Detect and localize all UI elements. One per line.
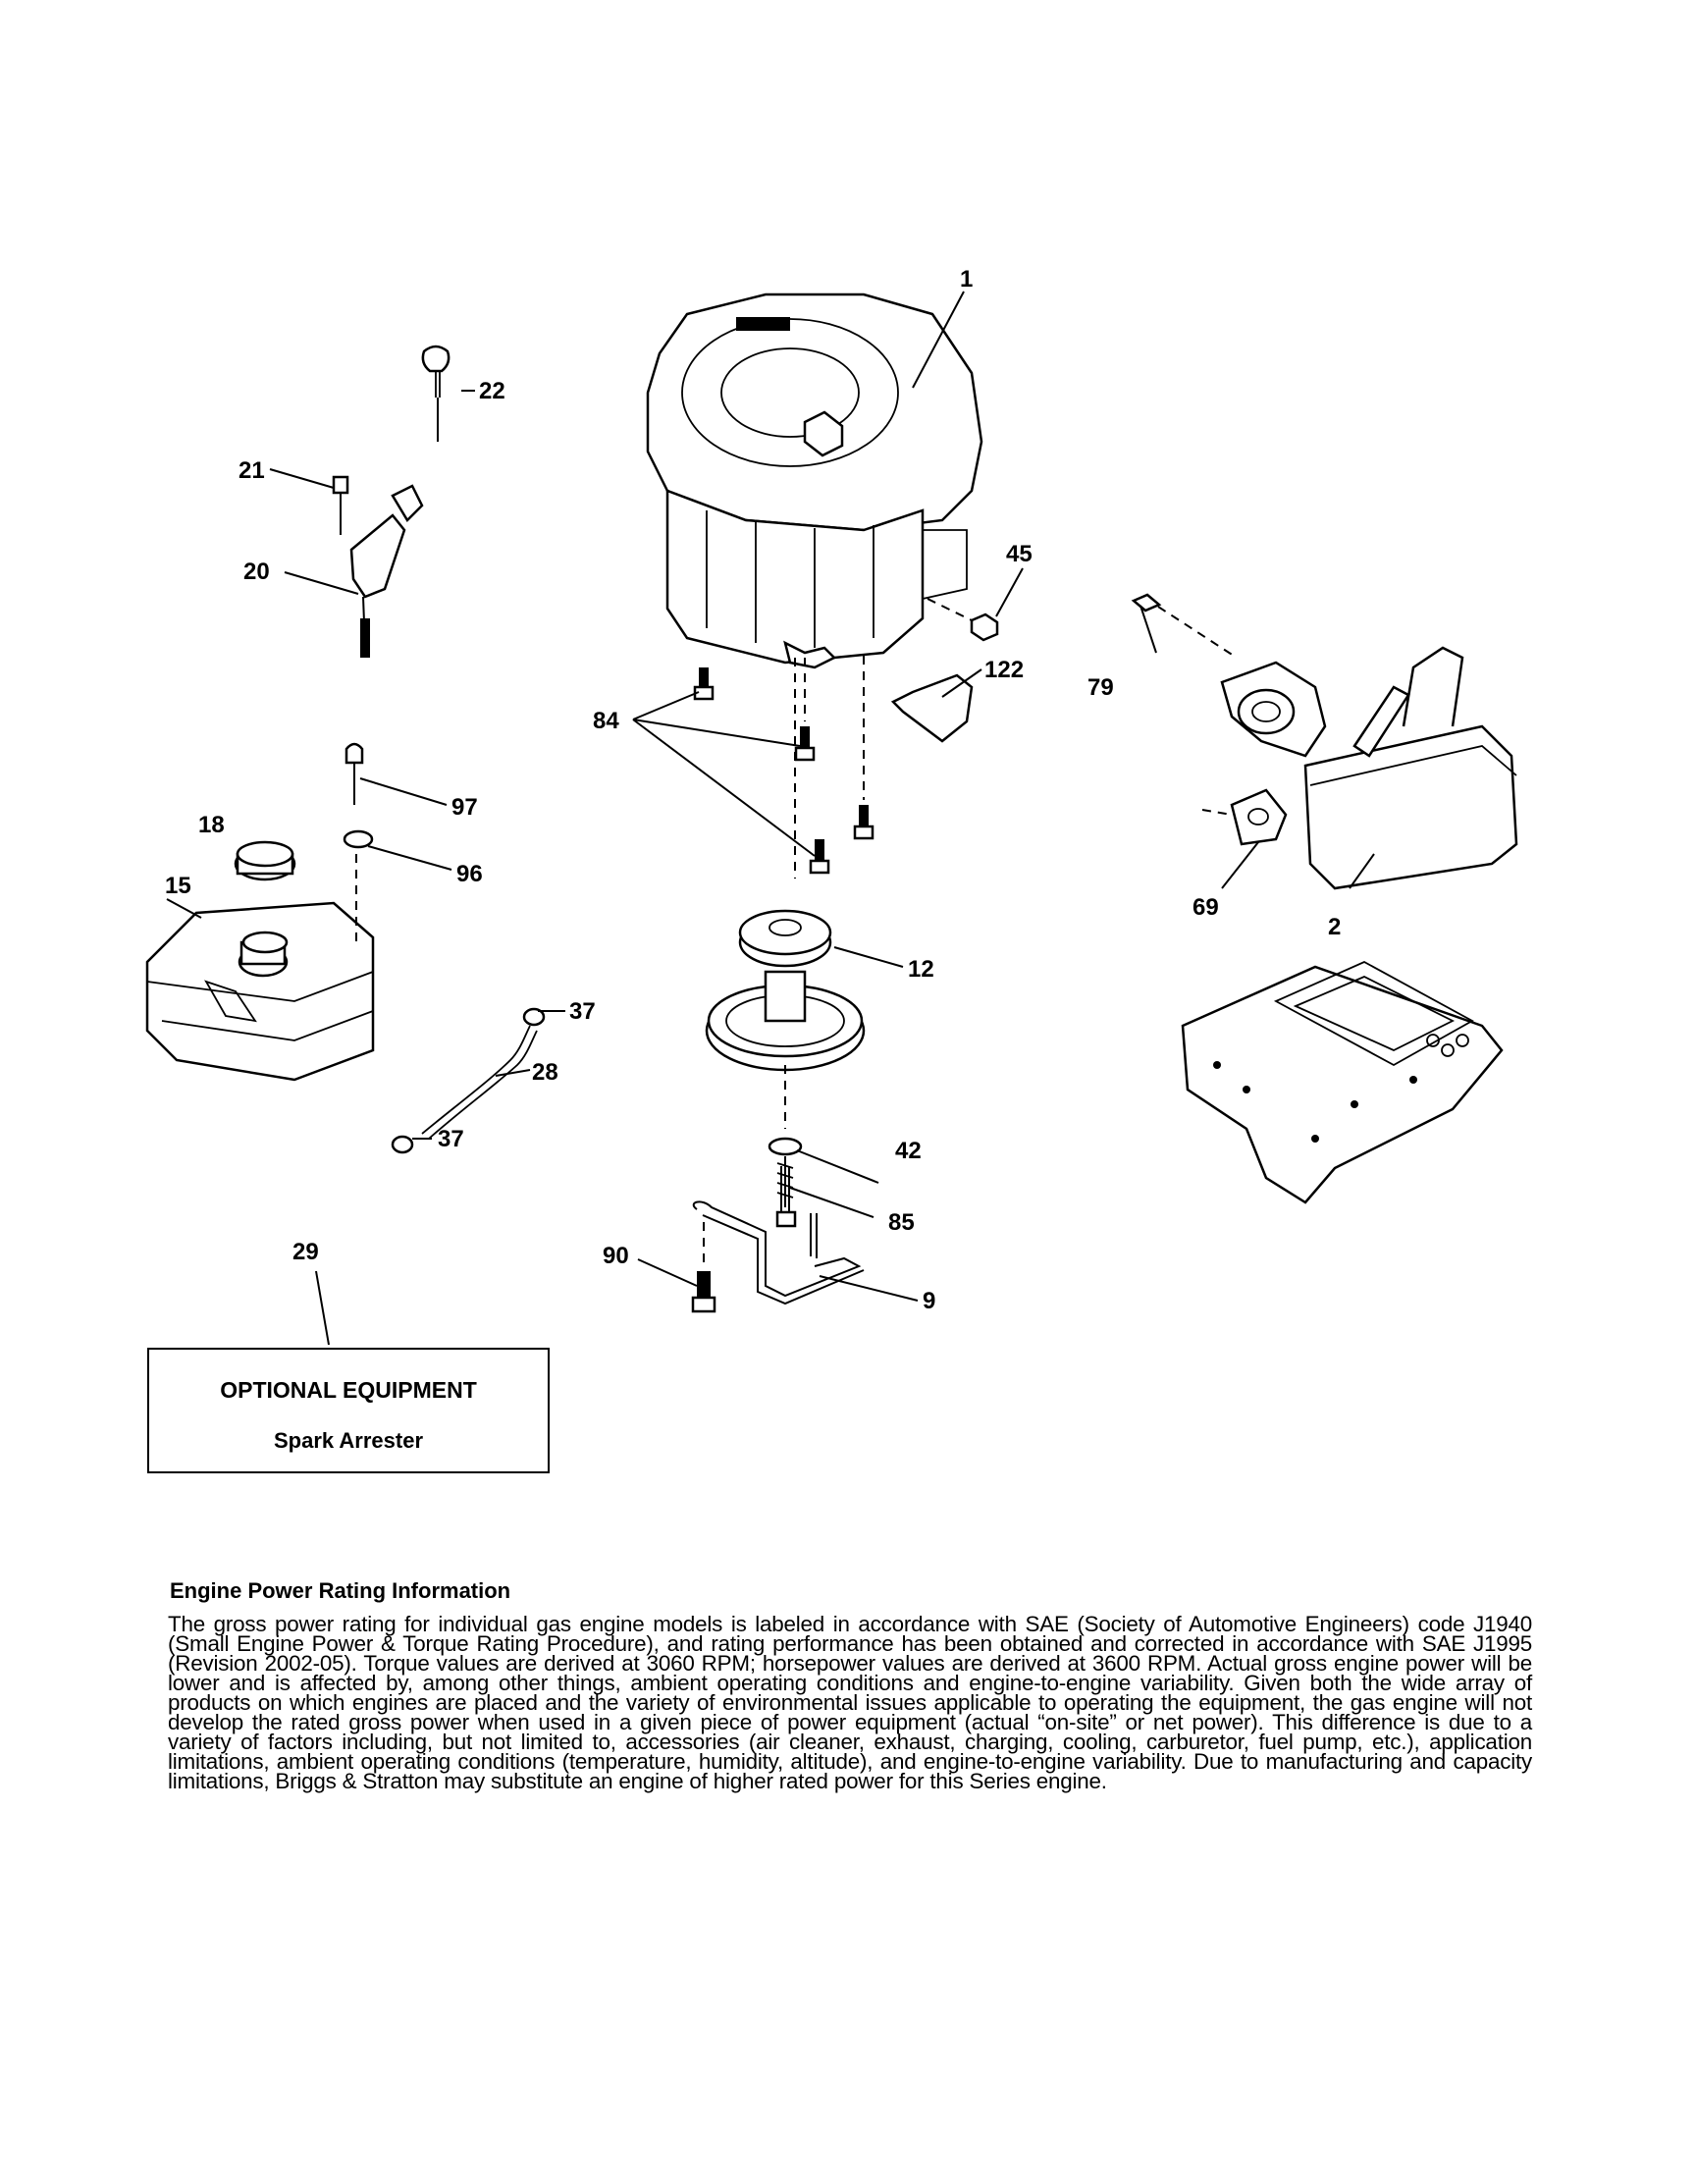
- callout-90: 90: [603, 1243, 629, 1269]
- optional-equipment-box: OPTIONAL EQUIPMENT Spark Arrester: [147, 1348, 550, 1473]
- optional-equipment-item: Spark Arrester: [273, 1428, 424, 1453]
- control-parts-drawing: [332, 345, 450, 658]
- callout-22: 22: [479, 378, 505, 404]
- callout-1: 1: [960, 266, 973, 293]
- callout-85: 85: [888, 1209, 915, 1236]
- callout-21: 21: [238, 457, 265, 484]
- pulley-drawing: [691, 909, 866, 1313]
- callout-28: 28: [532, 1059, 558, 1086]
- callout-97: 97: [451, 794, 478, 821]
- callout-2: 2: [1328, 914, 1341, 940]
- callout-9: 9: [923, 1288, 935, 1314]
- callout-79: 79: [1087, 674, 1114, 701]
- callout-42: 42: [895, 1138, 922, 1164]
- callout-12: 12: [908, 956, 934, 983]
- leader-lines: [166, 291, 1375, 1346]
- callout-122: 122: [984, 657, 1024, 683]
- callout-15: 15: [165, 873, 191, 899]
- callout-18: 18: [198, 812, 225, 838]
- callout-37-lower: 37: [438, 1126, 464, 1152]
- callout-29: 29: [292, 1239, 319, 1265]
- engine-drawing: [646, 293, 983, 669]
- callout-20: 20: [243, 559, 270, 585]
- callout-labels: 1 22 21 20 45 122 79 84 97 18 96 15 12 6…: [165, 266, 1341, 1314]
- optional-equipment-title: OPTIONAL EQUIPMENT: [220, 1377, 477, 1403]
- callout-84: 84: [593, 708, 619, 734]
- callout-45: 45: [1006, 541, 1033, 567]
- mount-bolts-drawing: [693, 656, 974, 879]
- callout-69: 69: [1192, 894, 1219, 921]
- callout-96: 96: [456, 861, 483, 887]
- fuel-line-drawing: [391, 1007, 546, 1154]
- engine-power-heading: Engine Power Rating Information: [170, 1578, 511, 1603]
- mounting-plate-drawing: [1181, 960, 1504, 1204]
- fuel-tank-drawing: [145, 742, 375, 1082]
- engine-power-body: The gross power rating for individual ga…: [168, 1612, 1532, 1793]
- muffler-drawing: [927, 593, 1518, 890]
- callout-37-upper: 37: [569, 998, 596, 1025]
